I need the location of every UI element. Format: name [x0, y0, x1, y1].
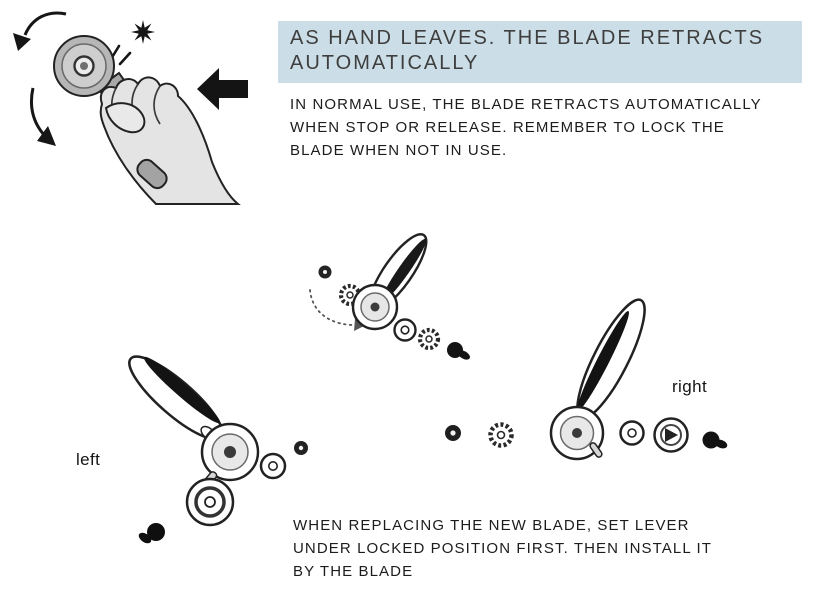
grip-stripe-icon — [144, 356, 220, 424]
intro-line-2: WHEN STOP OR RELEASE. REMEMBER TO LOCK T… — [290, 119, 725, 136]
exploded-cutter-top-illustration — [309, 233, 470, 360]
motion-arc-icon — [309, 289, 359, 326]
cutter-body-icon — [128, 355, 260, 487]
swing-arrow-top-icon — [13, 11, 67, 51]
sparkle-icon — [131, 20, 155, 44]
lock-nut-icon — [318, 265, 332, 279]
washer-icon — [619, 420, 645, 446]
blade-knob-icon — [702, 431, 728, 449]
cutter-body-icon — [549, 298, 646, 461]
gear-washer-icon — [488, 422, 514, 448]
motion-arc-arrowhead-icon — [354, 319, 366, 331]
washer-icon — [259, 452, 287, 480]
intro-paragraph: IN NORMAL USE, THE BLADE RETRACTS AUTOMA… — [290, 93, 795, 162]
label-right: right — [672, 377, 708, 396]
blade-icon — [653, 417, 689, 453]
footer-paragraph: WHEN REPLACING THE NEW BLADE, SET LEVER … — [293, 514, 793, 583]
header-title-line-1: AS HAND LEAVES. THE BLADE RETRACTS — [290, 27, 765, 49]
hand-icon — [99, 76, 241, 205]
gear-washer-icon — [417, 327, 441, 351]
exploded-cutter-right-illustration — [445, 298, 728, 461]
header-band: AS HAND LEAVES. THE BLADE RETRACTS AUTOM… — [278, 21, 802, 83]
lock-lever-icon — [589, 442, 603, 458]
blade-knob-icon — [138, 523, 165, 544]
swing-arrow-bottom-icon — [29, 87, 56, 146]
footer-line-1: WHEN REPLACING THE NEW BLADE, SET LEVER — [293, 517, 690, 534]
header-title-line-2: AUTOMATICALLY — [290, 52, 480, 74]
intro-line-3: BLADE WHEN NOT IN USE. — [290, 142, 508, 159]
grip-stripe-icon — [381, 238, 427, 302]
blade-axle-icon — [80, 62, 88, 70]
label-left: left — [76, 450, 101, 469]
washer-icon — [393, 318, 417, 342]
press-direction-arrow-icon — [197, 68, 248, 110]
footer-line-2: UNDER LOCKED POSITION FIRST. THEN INSTAL… — [293, 540, 713, 557]
exploded-cutter-left-illustration — [128, 355, 308, 544]
cutter-body-icon — [351, 233, 428, 331]
grip-stripe-icon — [577, 311, 629, 411]
blade-icon — [185, 477, 235, 527]
thumb-icon — [104, 102, 146, 134]
lock-nut-icon — [445, 425, 461, 441]
handle-butt-icon — [136, 158, 168, 190]
blade-knob-icon — [447, 342, 470, 360]
footer-line-3: BY THE BLADE — [293, 563, 414, 580]
lock-nut-icon — [294, 441, 308, 455]
intro-line-1: IN NORMAL USE, THE BLADE RETRACTS AUTOMA… — [290, 96, 762, 113]
hand-cutter-illustration — [13, 11, 248, 205]
